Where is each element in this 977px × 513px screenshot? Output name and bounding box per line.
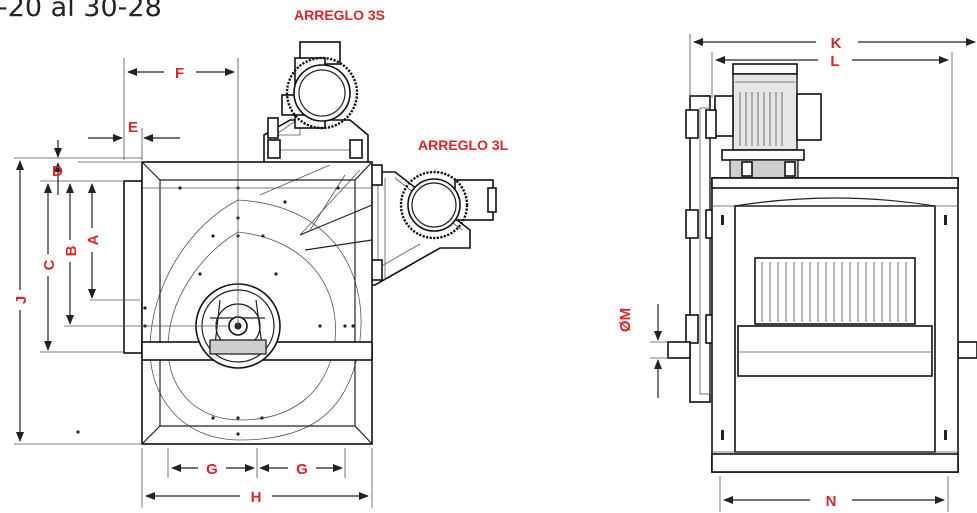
dim-h-label: H: [251, 489, 262, 506]
model-range-title: -20 al 30-28: [0, 0, 162, 23]
side-housing: [711, 177, 959, 473]
dim-f-label: F: [175, 65, 184, 82]
dim-m-label: ØM: [617, 308, 634, 332]
side-dimensions: [650, 34, 976, 512]
arrangement-3l-label: ARREGLO 3L: [418, 137, 509, 153]
dim-n-label: N: [826, 493, 837, 510]
front-view: ARREGLO 3S ARREGLO 3L F E D A B C J G G …: [13, 7, 509, 508]
dim-e-label: E: [128, 119, 138, 136]
dim-b-label: B: [63, 245, 80, 256]
dim-d-label: D: [52, 163, 63, 180]
dim-c-label: C: [41, 259, 58, 270]
motor-3s: [281, 41, 359, 130]
dim-g-right-label: G: [296, 461, 308, 478]
side-shaft-left: [667, 341, 691, 359]
motor-bracket-3s: [263, 117, 369, 162]
dim-j-label: J: [13, 296, 30, 304]
outlet-flange: [123, 180, 143, 354]
side-shaft-right: [957, 341, 977, 359]
dim-l-label: L: [830, 53, 839, 70]
dim-a-label: A: [85, 234, 102, 245]
side-motor: [714, 63, 822, 179]
side-view: K L ØM N: [617, 34, 977, 512]
fan-housing: [76, 161, 373, 445]
dim-k-label: K: [831, 35, 842, 52]
arrangement-3s-label: ARREGLO 3S: [294, 7, 385, 23]
dim-g-left-label: G: [206, 461, 218, 478]
motor-3l: [399, 170, 497, 240]
front-dimensions: [14, 58, 373, 508]
